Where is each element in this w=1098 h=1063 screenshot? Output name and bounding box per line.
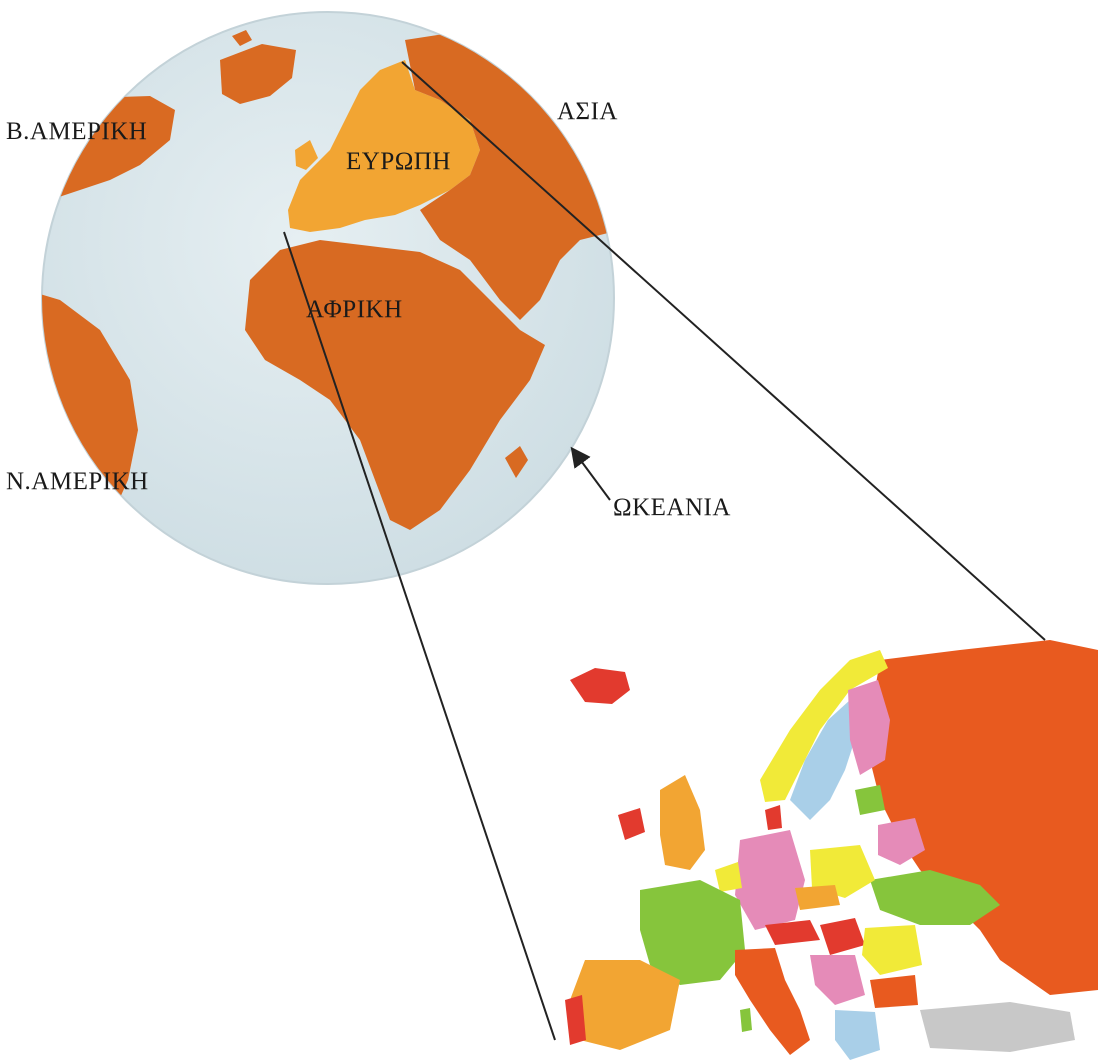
zoom-line-right — [401, 61, 1046, 641]
ukraine-shape — [870, 870, 1000, 925]
finland-shape — [848, 680, 890, 775]
benelux-shape — [715, 862, 742, 892]
greece-shape — [835, 1010, 880, 1060]
label-south-america: Ν.ΑΜΕΡΙΚΗ — [6, 468, 149, 495]
france-shape — [640, 880, 745, 985]
turkey-shape — [920, 1002, 1075, 1052]
zoom-line-left — [283, 231, 556, 1041]
europe-shape — [288, 60, 480, 232]
denmark-shape — [765, 805, 782, 830]
oceania-arrow — [570, 446, 611, 501]
italy-shape — [735, 948, 810, 1055]
label-north-america: Β.ΑΜΕΡΙΚΗ — [6, 118, 148, 145]
label-asia: ΑΣΙΑ — [557, 98, 618, 125]
hungary-shape — [820, 918, 865, 955]
madagascar-shape — [505, 446, 528, 478]
spain-shape — [570, 960, 680, 1050]
sweden-shape — [790, 700, 858, 820]
island-shape — [232, 30, 252, 46]
baltics-shape — [855, 785, 885, 815]
island-shape-2 — [42, 206, 52, 226]
belarus-shape — [878, 818, 925, 865]
europe-map — [565, 640, 1098, 1060]
portugal-shape — [565, 995, 586, 1045]
zoom-lines — [283, 61, 1046, 1041]
norway-shape — [760, 650, 888, 802]
british-isles-shape — [295, 140, 318, 170]
russia-shape — [870, 640, 1098, 995]
austria-shape — [765, 920, 820, 945]
bulgaria-shape — [870, 975, 918, 1008]
uk-shape — [660, 775, 705, 870]
label-europe: ΕΥΡΩΠΗ — [346, 148, 451, 175]
balkans-shape — [810, 955, 865, 1005]
ireland-shape — [618, 808, 645, 840]
label-oceania: ΩΚΕΑΝΙΑ — [613, 494, 731, 521]
africa-shape — [245, 240, 545, 530]
czech-shape — [795, 885, 840, 910]
sardinia-shape — [740, 1008, 752, 1032]
germany-shape — [735, 830, 805, 930]
iceland-shape — [570, 668, 630, 704]
label-africa: ΑΦΡΙΚΗ — [306, 296, 403, 323]
greenland-shape — [220, 44, 296, 104]
poland-shape — [810, 845, 875, 898]
romania-shape — [862, 925, 922, 975]
